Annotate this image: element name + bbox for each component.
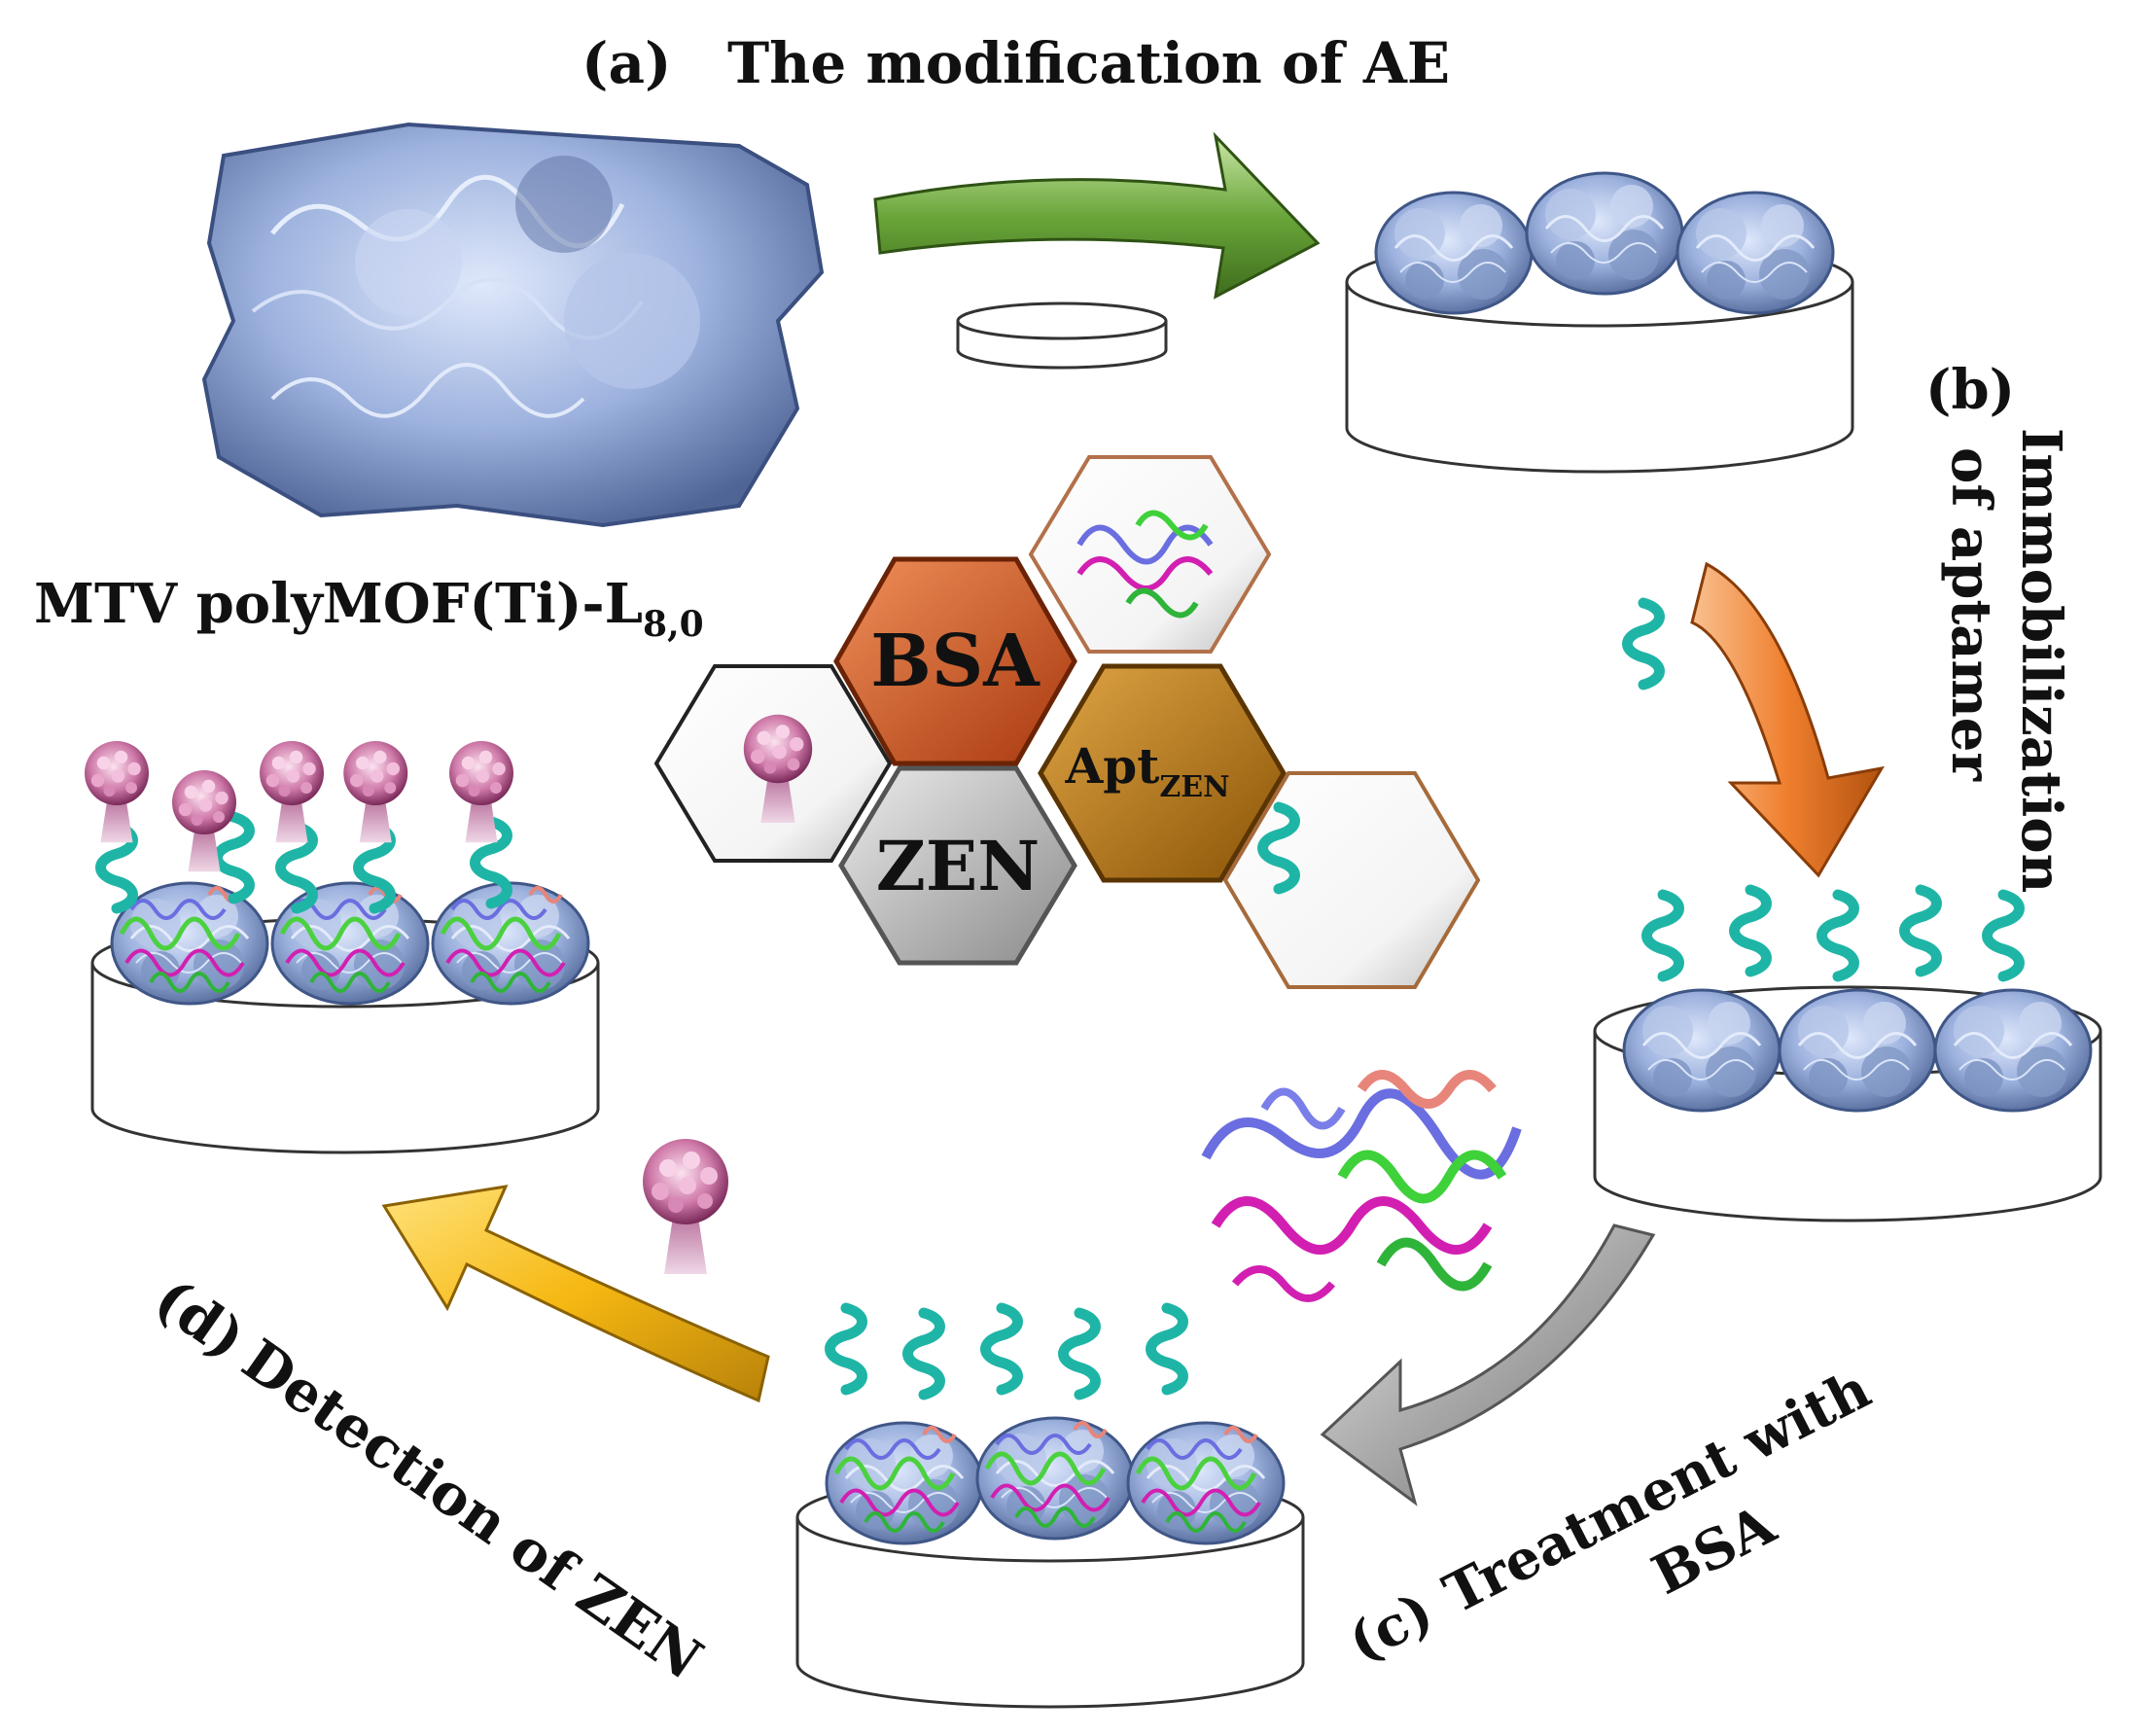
legend-bsa-label: BSA [870, 620, 1041, 703]
arrow-c [1320, 1223, 1656, 1506]
electrode-bsa [795, 1308, 1305, 1709]
legend-hex-apt: AptZEN [1038, 663, 1287, 883]
step-a-title: The modification of AE [727, 30, 1450, 96]
step-b-line1: Immobilization [2009, 428, 2073, 893]
arrow-b [1690, 561, 1885, 878]
legend-hex-aptamer [1222, 771, 1481, 989]
step-d-tag: (d) [143, 1265, 257, 1372]
bare-electrode [956, 301, 1168, 370]
legend-hex-bsa-structure [1028, 455, 1272, 654]
material-label-subscript: 8,0 [643, 604, 704, 645]
free-aptamer [1628, 603, 1660, 685]
step-c-tag: (c) [1338, 1579, 1443, 1675]
arrow-d [381, 1185, 770, 1403]
material-label-main: MTV polyMOF(Ti)-L [34, 572, 643, 636]
legend-zen-label: ZEN [876, 826, 1040, 906]
step-b-line2: of aptamer [1939, 447, 2003, 782]
mof-sem-image [201, 122, 825, 528]
step-b-label: Immobilization of aptamer [1939, 428, 2073, 893]
legend-hex-zen: ZEN [838, 765, 1077, 966]
arrow-a [873, 131, 1321, 300]
legend-apt-main: Apt [1064, 737, 1159, 795]
legend-hexagons: BSA AptZEN ZEN [653, 455, 1481, 989]
electrode-mof-modified [1345, 171, 1854, 474]
legend-apt-label: AptZEN [1064, 737, 1229, 804]
legend-hex-zen-molecule [653, 664, 893, 863]
legend-apt-sub: ZEN [1159, 770, 1229, 804]
step-d-text: Detection of ZEN [230, 1327, 714, 1693]
step-a-tag: (a) [582, 30, 671, 96]
legend-hex-bsa: BSA [833, 556, 1077, 766]
bsa-protein [1201, 1070, 1522, 1302]
free-zen-molecule [643, 1139, 728, 1274]
electrode-detection [90, 817, 600, 1154]
electrode-aptamer [1593, 890, 2102, 1222]
material-label: MTV polyMOF(Ti)-L8,0 [34, 572, 704, 645]
step-b-tag: (b) [1925, 358, 2015, 422]
